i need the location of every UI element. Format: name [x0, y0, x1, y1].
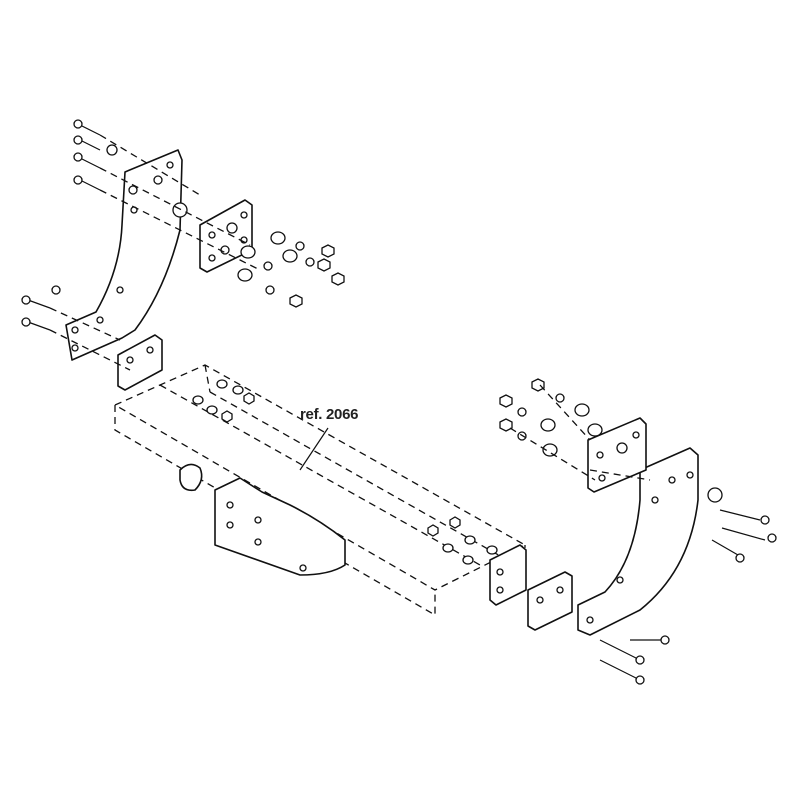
right-nuts-washers	[427, 378, 777, 685]
reference-label: ref. 2066	[300, 406, 359, 423]
leader-line	[299, 427, 329, 471]
left-clamp-plate-lower	[117, 334, 163, 391]
left-nuts-washers	[192, 231, 345, 423]
tow-mount-plate	[179, 463, 346, 576]
main-crossbar	[113, 364, 527, 617]
left-bolts	[21, 119, 261, 371]
left-clamp-plate-upper	[199, 199, 253, 273]
left-bracket	[65, 149, 188, 361]
right-clamp-plate-lower	[527, 571, 573, 631]
right-clamp-plate-upper	[587, 417, 647, 493]
right-bracket-side-plate	[489, 544, 527, 606]
right-bracket	[577, 447, 723, 636]
